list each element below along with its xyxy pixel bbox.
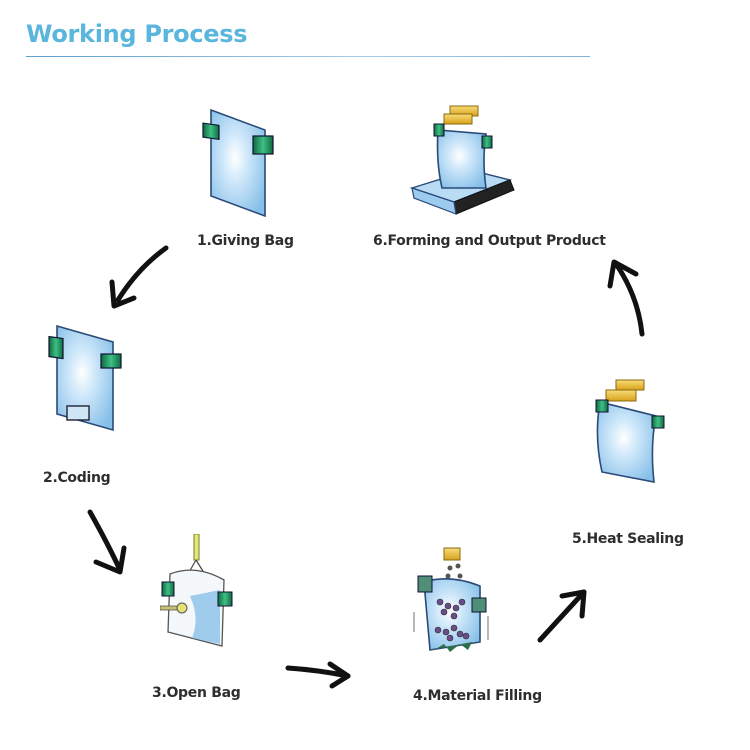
arrow-step3-to-step4 bbox=[285, 661, 351, 689]
bag-filling-icon bbox=[413, 547, 489, 652]
bag-conveyor-output-icon bbox=[410, 105, 515, 215]
step-4-label: 4.Material Filling bbox=[413, 688, 542, 704]
bag-with-grippers-icon bbox=[202, 108, 274, 218]
arrow-step4-to-step5 bbox=[537, 589, 587, 643]
bag-opening-icon bbox=[160, 534, 233, 647]
arrow-step5-to-step6 bbox=[607, 259, 645, 337]
bag-coding-icon bbox=[48, 324, 122, 432]
title-divider bbox=[26, 56, 590, 57]
step-1-label: 1.Giving Bag bbox=[197, 233, 294, 249]
step-5-label: 5.Heat Sealing bbox=[572, 531, 684, 547]
step-2-label: 2.Coding bbox=[43, 470, 111, 486]
page-title: Working Process bbox=[26, 20, 248, 48]
arrow-step1-to-step2 bbox=[109, 245, 169, 309]
bag-heat-sealing-icon bbox=[595, 379, 665, 483]
step-3-label: 3.Open Bag bbox=[152, 685, 241, 701]
arrow-step2-to-step3 bbox=[87, 509, 127, 575]
step-6-label: 6.Forming and Output Product bbox=[373, 233, 606, 249]
